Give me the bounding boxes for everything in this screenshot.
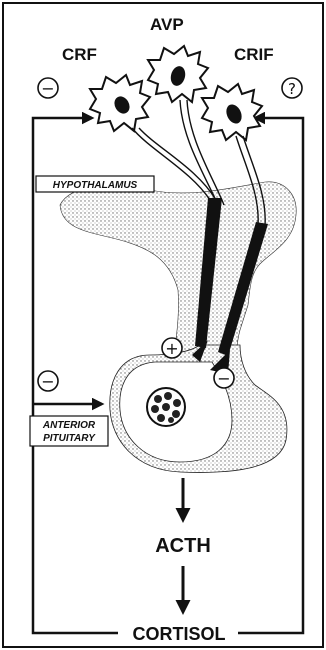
label-anterior: ANTERIOR [42, 420, 96, 431]
svg-text:−: − [217, 369, 230, 388]
label-acth: ACTH [155, 535, 211, 557]
svg-text:+: + [165, 339, 178, 358]
stimulation-sign: + [162, 338, 182, 358]
label-pituitary: PITUITARY [43, 433, 96, 444]
svg-text:−: − [41, 372, 54, 391]
inhibition-sign-left-top: − [38, 78, 58, 98]
svg-text:−: − [41, 79, 54, 98]
svg-text:?: ? [288, 80, 296, 98]
anterior-pituitary-label-box: ANTERIOR PITUITARY [30, 416, 108, 446]
label-cortisol: CORTISOL [133, 624, 226, 644]
corticotroph-cell-icon [147, 388, 185, 426]
hypothalamus-label-box: HYPOTHALAMUS [36, 176, 154, 192]
inhibition-sign-pituitary: − [214, 368, 234, 388]
label-crif: CRIF [234, 45, 274, 64]
neuron-cell-icon [202, 84, 262, 140]
neuron-cell-icon [90, 75, 150, 131]
label-avp: AVP [150, 15, 184, 34]
inhibition-sign-left-mid: − [38, 371, 58, 391]
unknown-sign-right-top: ? [282, 78, 302, 98]
label-hypothalamus: HYPOTHALAMUS [53, 180, 138, 191]
label-crf: CRF [62, 45, 97, 64]
neuron-cell-icon [148, 46, 208, 102]
